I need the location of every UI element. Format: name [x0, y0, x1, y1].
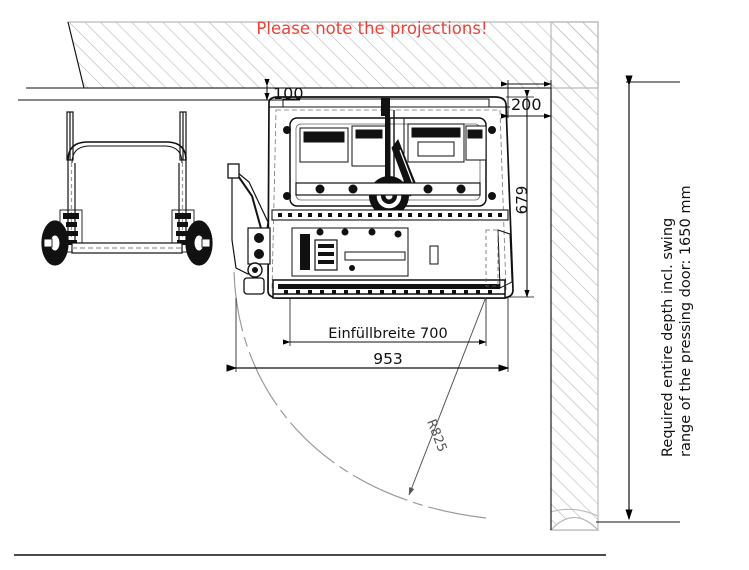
dimension-machine-width: 953 [226, 298, 510, 372]
dimension-fill-width-label: Einfüllbreite 700 [328, 326, 447, 342]
dimension-machine-width-label: 953 [373, 350, 403, 368]
wall-outline [26, 21, 552, 530]
dimension-total-depth: Required entire depth incl. swing range … [596, 75, 694, 523]
projection-note: Please note the projections! [256, 19, 487, 38]
cart-trolley-view [41, 111, 213, 266]
total-depth-note-line2: range of the pressing door: 1650 mm [678, 185, 694, 457]
total-depth-note-line1: Required entire depth incl. swing [660, 218, 676, 457]
machine-top-view [227, 96, 514, 299]
dimension-clearance-top-label: 100 [273, 84, 304, 103]
dimension-machine-depth-label: 679 [513, 186, 531, 215]
dimension-clearance-right-label: 200 [511, 95, 542, 114]
door-swing-arc [233, 271, 487, 519]
dimension-fill-width: Einfüllbreite 700 [282, 298, 487, 346]
dimension-machine-depth: 679 [506, 89, 534, 298]
